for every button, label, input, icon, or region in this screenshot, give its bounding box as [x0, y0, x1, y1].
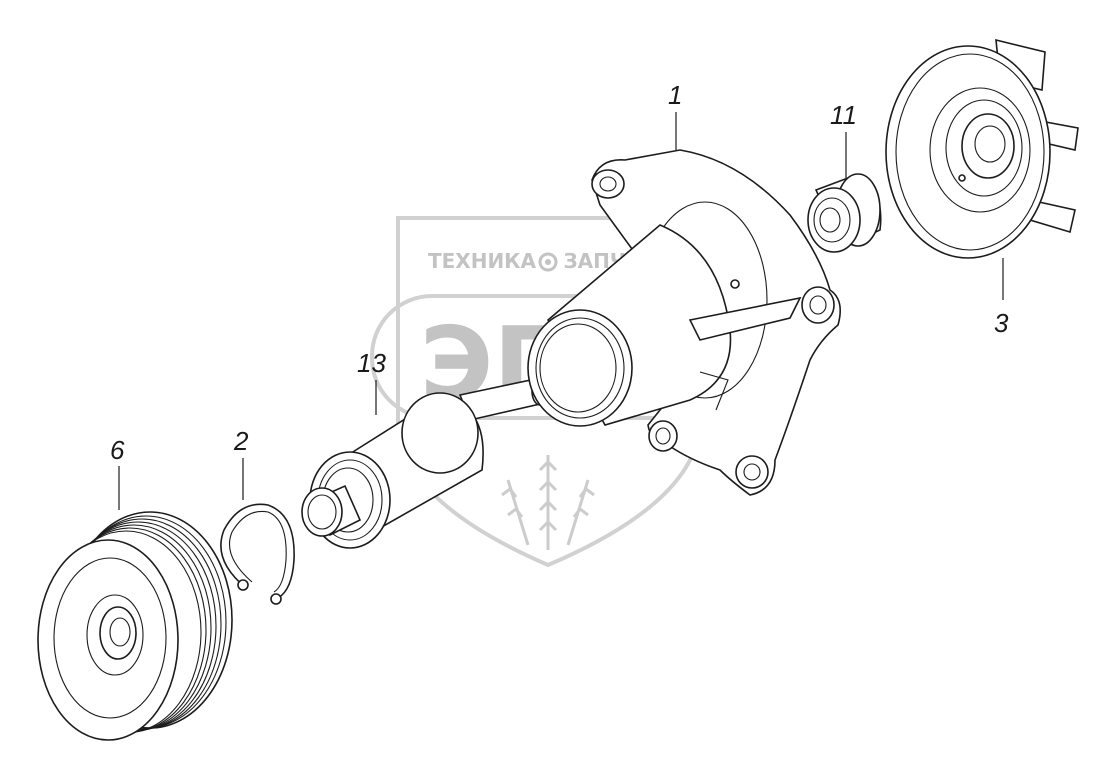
impeller-part-3: [885, 38, 1079, 259]
callout-part-2: 2: [233, 426, 249, 456]
callout-part-6: 6: [110, 435, 125, 465]
callout-part-1: 1: [668, 80, 682, 110]
shaft-bearing-part-13: [301, 376, 549, 549]
callouts: 1 11 3 13 2 6: [110, 80, 1009, 465]
gear-icon: [538, 252, 558, 272]
callout-part-11: 11: [830, 100, 857, 130]
watermark-wheat: [501, 455, 595, 550]
seal-part-11: [807, 173, 882, 253]
pump-housing-part-1: [527, 149, 841, 496]
watermark-text-left: ТЕХНИКА: [428, 249, 537, 273]
callout-part-3: 3: [994, 308, 1009, 338]
pulley-part-6: [37, 511, 233, 741]
retaining-ring-part-2: [220, 503, 295, 605]
callout-part-13: 13: [357, 348, 386, 378]
leader-lines: [118, 112, 1004, 510]
